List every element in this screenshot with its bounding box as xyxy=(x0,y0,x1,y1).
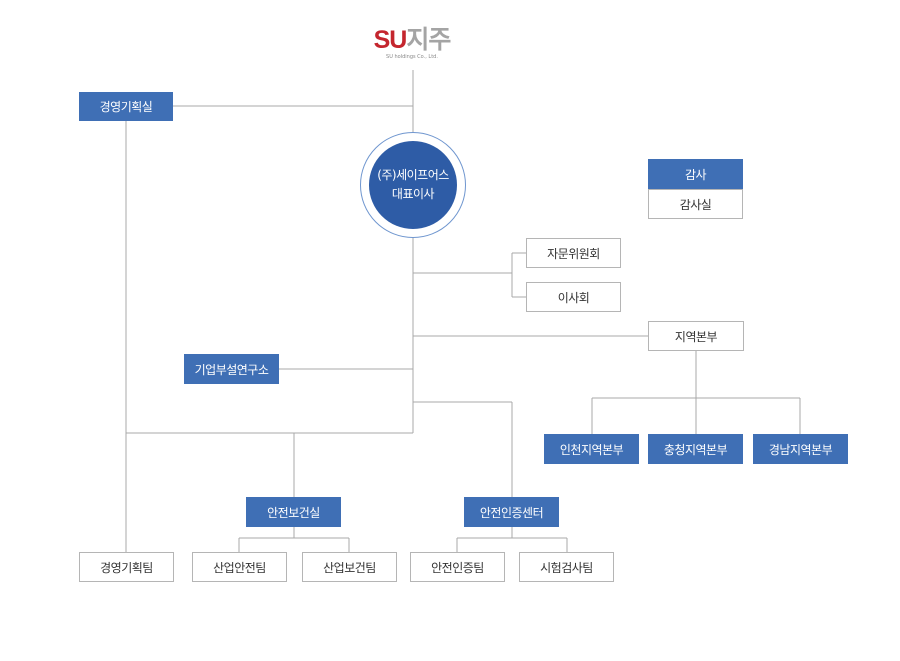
industrial-health-team-node: 산업보건팀 xyxy=(302,552,397,582)
industrial-safety-team-node: 산업안전팀 xyxy=(192,552,287,582)
incheon-regional-hq-node: 인천지역본부 xyxy=(544,434,639,464)
logo-brand-korean: 지주 xyxy=(406,26,451,54)
board-of-directors-node: 이사회 xyxy=(526,282,621,312)
gyeongnam-regional-hq-node: 경남지역본부 xyxy=(753,434,848,464)
test-inspection-team-node: 시험검사팀 xyxy=(519,552,614,582)
audit-office-node: 감사실 xyxy=(648,189,743,219)
safety-certification-center-node: 안전인증센터 xyxy=(464,497,559,527)
safety-certification-team-node: 안전인증팀 xyxy=(410,552,505,582)
advisory-committee-node: 자문위원회 xyxy=(526,238,621,268)
safety-health-office-node: 안전보건실 xyxy=(246,497,341,527)
audit-node: 감사 xyxy=(648,159,743,189)
company-logo: SU지주 SU holdings Co., Ltd. xyxy=(371,26,453,61)
ceo-title-label: 대표이사 xyxy=(391,187,435,201)
ceo-node: (주)세이프어스 대표이사 xyxy=(369,141,457,229)
management-planning-team-node: 경영기획팀 xyxy=(79,552,174,582)
chungcheong-regional-hq-node: 충청지역본부 xyxy=(648,434,743,464)
logo-wordmark: SU지주 xyxy=(371,26,453,54)
management-planning-office-node: 경영기획실 xyxy=(79,92,173,121)
research-institute-node: 기업부설연구소 xyxy=(184,354,279,384)
regional-hq-node: 지역본부 xyxy=(648,321,744,351)
logo-brand-latin: SU xyxy=(373,26,408,54)
ceo-company-label: (주)세이프어스 xyxy=(377,168,449,182)
ceo-node-ring xyxy=(360,132,466,238)
logo-company-name: SU holdings Co., Ltd. xyxy=(386,54,438,60)
